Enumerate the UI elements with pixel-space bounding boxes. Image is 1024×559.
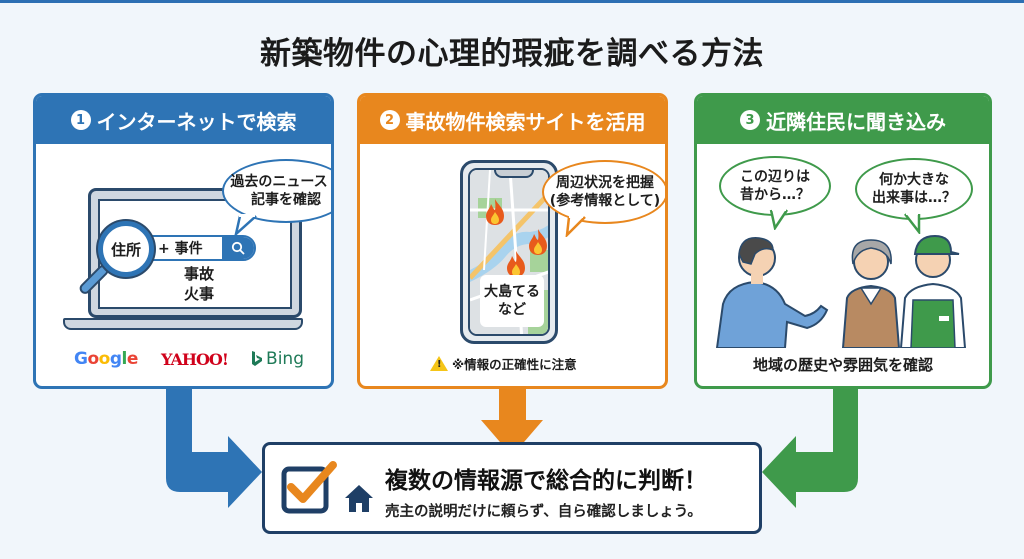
site-name-label: 大島てる など [480,275,544,327]
summary-headline: 複数の情報源で総合的に判断！ [385,468,707,494]
fire-icon [529,229,547,255]
bubble-tail [904,212,921,234]
card-neighbor-interview: 3 近隣住民に聞き込み この辺りは 昔から…？ 何か大きな 出来事は…？ [694,93,992,389]
summary-box: 複数の情報源で総合的に判断！ 売主の説明だけに頼らず、自ら確認しましょう。 [262,442,762,534]
bubble-line: 過去のニュース・ [230,173,334,190]
speech-bubble: 過去のニュース・ 記事を確認 [222,159,334,223]
search-engine-logos: Google YAHOO! Bing [74,349,304,369]
keyword: 事故 [183,265,214,283]
label-line: 大島てる [484,283,540,300]
laptop-base [63,318,303,330]
bubble-line: 昔から…？ [740,187,810,203]
orange-arrow-icon [481,386,543,456]
bing-label: Bing [266,349,304,369]
google-logo: Google [74,349,138,369]
phone-notch [494,170,534,178]
search-query: + 事件 [158,241,203,257]
bubble-line: 出来事は…？ [872,190,956,206]
search-bar-illustration: + 事件 [146,235,256,261]
summary-subtext: 売主の説明だけに頼らず、自ら確認しましょう。 [385,504,702,520]
fire-icon [486,199,504,225]
card-heading: 事故物件検索サイトを活用 [405,109,646,134]
bubble-tail [234,214,257,236]
accuracy-warning: ! ※情報の正確性に注意 [430,354,577,373]
card-header: 3 近隣住民に聞き込み [697,96,989,144]
checkbox-icon [281,461,337,514]
page-title: 新築物件の心理的瑕疵を調べる方法 [260,36,764,72]
card-caption: 地域の歴史や雰囲気を確認 [752,356,933,374]
blue-arrow-icon [166,386,262,508]
fire-icon [507,251,525,277]
speech-bubble: この辺りは 昔から…？ [719,156,831,216]
label-line: など [498,302,526,318]
person-shopkeeper-icon [899,234,967,348]
bubble-line: 記事を確認 [251,192,321,208]
speech-bubble: 周辺状況を把握 (参考情報として) [542,160,665,224]
card-header: 1 インターネットで検索 [36,96,331,144]
card-accident-property-site: 2 事故物件検索サイトを活用 [357,93,668,389]
bubble-line: 周辺状況を把握 [555,174,654,191]
warning-icon: ! [430,356,448,371]
top-accent-bar [0,0,1024,3]
card-heading: 近隣住民に聞き込み [766,109,946,134]
bubble-tail [769,208,789,230]
bing-icon [252,351,263,366]
bubble-line: この辺りは [740,168,810,185]
smartphone-illustration: 大島てる など [460,160,558,344]
magnifier-icon: 住所 [98,221,154,277]
card-heading: インターネットで検索 [96,109,297,134]
warning-text: ※情報の正確性に注意 [452,357,577,372]
card-internet-search: 1 インターネットで検索 + 事件 住所 事故 火事 過去のニュース・ 記事を確… [33,93,334,389]
card-header: 2 事故物件検索サイトを活用 [360,96,665,144]
lens-text: 住所 [110,240,141,259]
person-man-icon [715,237,829,348]
person-elderly-woman-icon [841,239,901,348]
step-number-badge: 1 [70,110,91,130]
bubble-line: 何か大きな [879,171,949,188]
bubble-line: (参考情報として) [549,193,661,209]
step-number-badge: 3 [740,110,760,130]
speech-bubble: 何か大きな 出来事は…？ [855,158,973,220]
green-arrow-icon [762,386,858,508]
bubble-tail [565,215,586,237]
bing-logo: Bing [251,349,304,369]
search-icon [222,237,254,259]
people-illustration [715,234,967,348]
extra-keywords: 事故 火事 [164,264,234,305]
yahoo-logo: YAHOO! [161,349,229,369]
house-icon [345,485,373,512]
keyword: 火事 [183,285,214,304]
step-number-badge: 2 [379,110,400,130]
